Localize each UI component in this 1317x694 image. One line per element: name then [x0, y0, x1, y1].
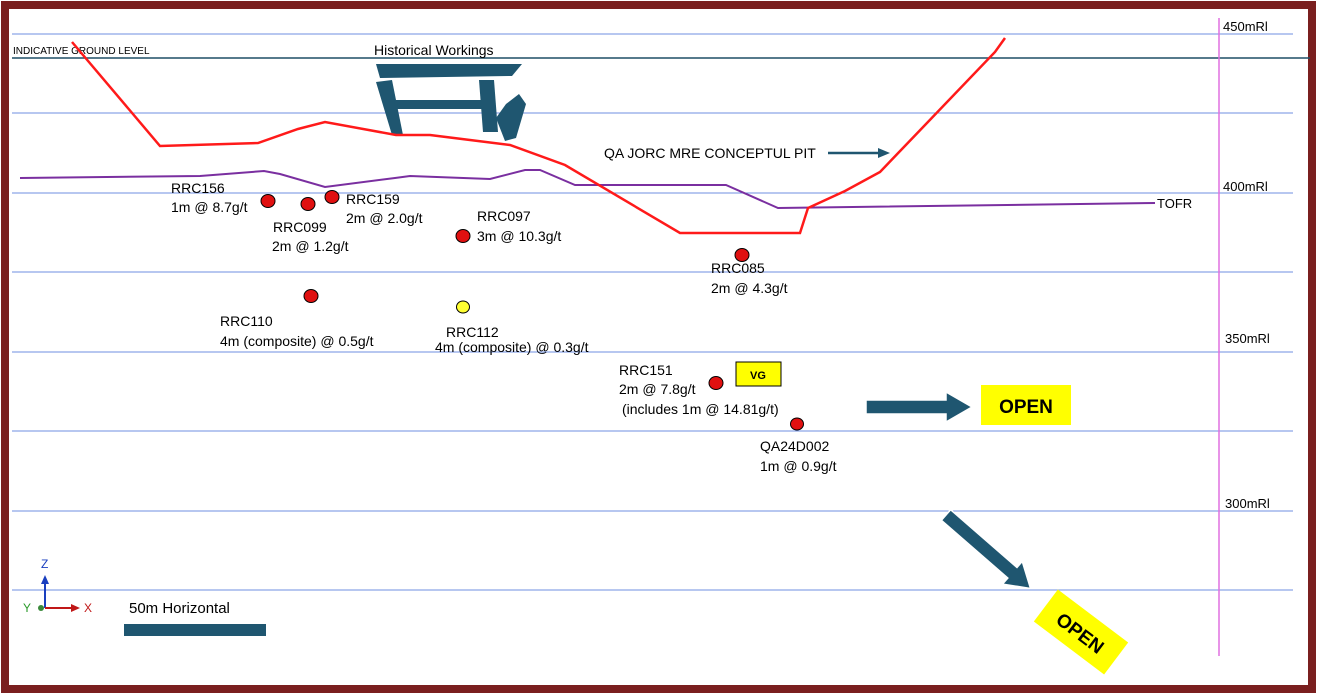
vg-label: VG	[750, 370, 766, 382]
scale-bar	[124, 624, 266, 636]
hole-id-rrc156: RRC156	[171, 180, 225, 196]
open-label-1: OPEN	[999, 397, 1053, 418]
outer-border	[5, 5, 1312, 689]
hole-result-rrc097: 3m @ 10.3g/t	[477, 228, 561, 244]
hole-result-rrc110: 4m (composite) @ 0.5g/t	[220, 333, 374, 349]
marker-rrc151	[709, 377, 723, 390]
hole-id-rrc085: RRC085	[711, 260, 765, 276]
hole-note-rrc151: (includes 1m @ 14.81g/t)	[622, 401, 779, 417]
axis-x-label: X	[84, 601, 92, 615]
rl-label-450: 450mRl	[1223, 19, 1268, 34]
scale-label: 50m Horizontal	[129, 600, 230, 617]
hole-result-rrc099: 2m @ 1.2g/t	[272, 238, 349, 254]
rl-label-350: 350mRl	[1225, 331, 1270, 346]
hole-result-rrc156: 1m @ 8.7g/t	[171, 199, 248, 215]
marker-rrc156	[261, 195, 275, 208]
hole-result-rrc085: 2m @ 4.3g/t	[711, 280, 788, 296]
hole-id-rrc099: RRC099	[273, 219, 327, 235]
marker-rrc097	[456, 230, 470, 243]
hole-result-qa24d002: 1m @ 0.9g/t	[760, 458, 837, 474]
marker-rrc112	[457, 301, 470, 313]
hole-id-rrc097: RRC097	[477, 208, 531, 224]
hole-id-rrc151: RRC151	[619, 362, 673, 378]
rl-label-300: 300mRl	[1225, 496, 1270, 511]
hole-result-rrc112: 4m (composite) @ 0.3g/t	[435, 339, 589, 355]
hole-id-rrc159: RRC159	[346, 191, 400, 207]
rl-label-400: 400mRl	[1223, 179, 1268, 194]
conceptual-pit-label: QA JORC MRE CONCEPTUL PIT	[604, 145, 816, 161]
hole-id-rrc110: RRC110	[220, 313, 273, 329]
historical-workings-label: Historical Workings	[374, 42, 494, 58]
hole-id-qa24d002: QA24D002	[760, 438, 829, 454]
marker-rrc159	[325, 191, 339, 204]
hole-result-rrc159: 2m @ 2.0g/t	[346, 210, 423, 226]
marker-qa24d002	[791, 418, 804, 430]
axis-y-label: Y	[23, 601, 31, 615]
hole-id-rrc112: RRC112	[446, 324, 499, 340]
marker-rrc110	[304, 290, 318, 303]
tofr-label: TOFR	[1157, 196, 1192, 211]
marker-rrc099	[301, 198, 315, 211]
axis-z-label: Z	[41, 557, 48, 571]
hole-result-rrc151: 2m @ 7.8g/t	[619, 381, 696, 397]
